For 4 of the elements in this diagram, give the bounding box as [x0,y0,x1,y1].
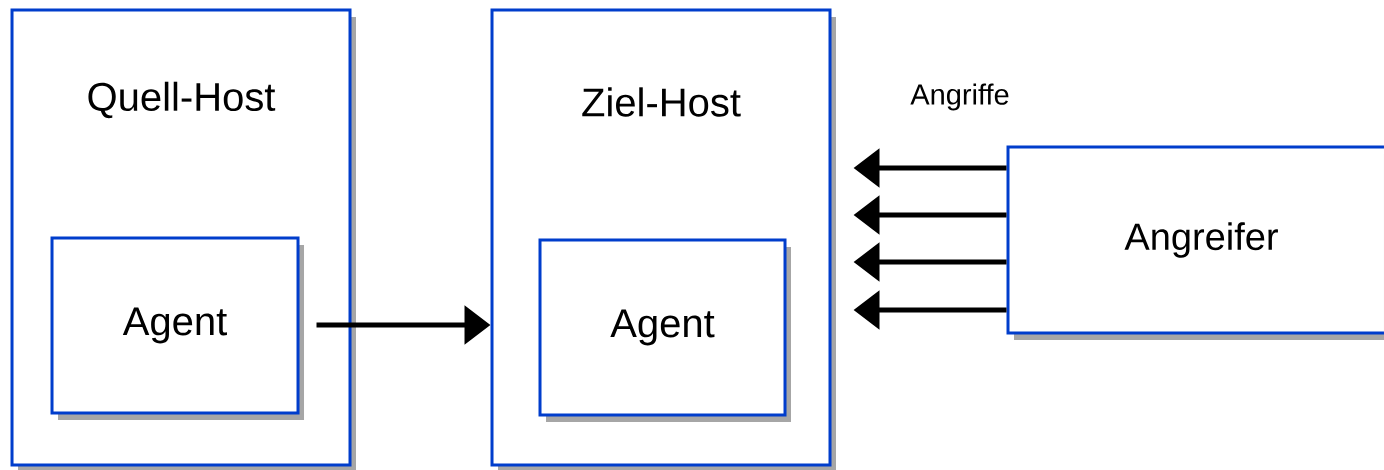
caption-text: Angriffe [910,83,1009,111]
agent-box: Agent [50,236,304,420]
agent-box: Agent [538,238,791,422]
attacker-box: Angreifer [1006,145,1384,340]
